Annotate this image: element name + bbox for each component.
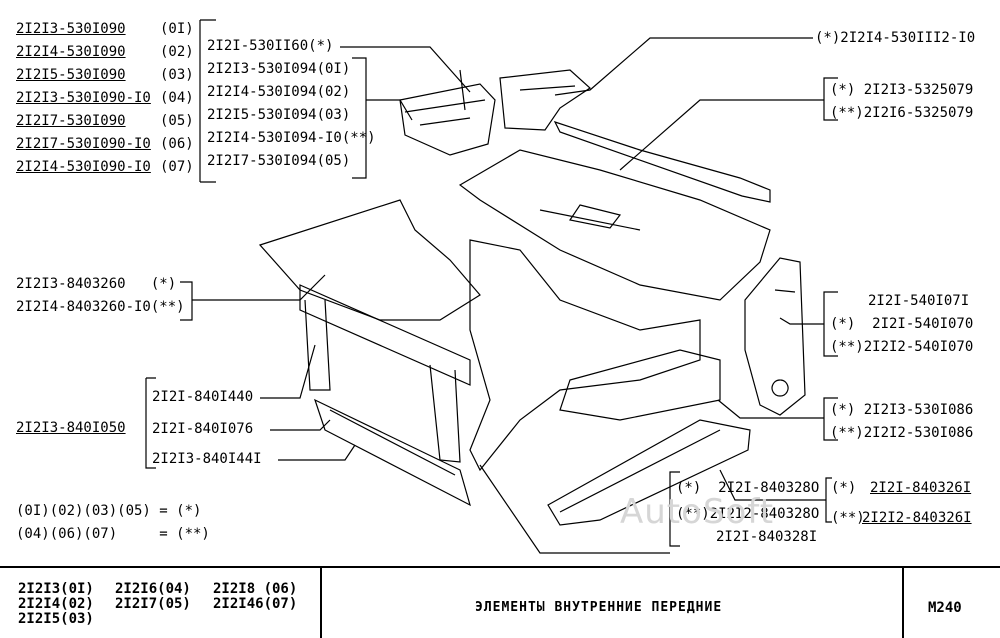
part-code: (*) 2I2I3-5325079 [830, 82, 974, 98]
part-code: 2I2I-840326I [870, 480, 972, 496]
part-code: 2I2I4-530I094-I0(**) [207, 130, 376, 146]
watermark: AutoSoft [620, 492, 775, 532]
sheet-number: M240 [928, 600, 962, 616]
variant-code: (05) [160, 113, 194, 129]
bracket-right3 [823, 397, 838, 441]
part-code: 2I2I7-530I094(05) [207, 153, 351, 169]
part-code: 2I2I3-8403260 (*) [16, 276, 177, 292]
variant-code: (06) [160, 136, 194, 152]
model-codes-cell [0, 568, 322, 638]
variant-code: (04) [160, 90, 194, 106]
part-code: 2I2I3-530I090 [16, 21, 126, 37]
part-code: 2I2I4-8403260-I0(**) [16, 299, 185, 315]
model-code: 2I2I8 (06) [213, 581, 298, 597]
part-code: 2I2I4-530I094(02) [207, 84, 351, 100]
model-code: 2I2I5(03) [18, 611, 94, 627]
legend-line: (04)(06)(07) = (**) [16, 526, 210, 542]
model-code: 2I2I3(0I) [18, 581, 94, 597]
bracket-bottom-mid [669, 471, 680, 547]
variant-code: (0I) [160, 21, 194, 37]
part-code: (**)2I2I6-5325079 [830, 105, 974, 121]
part-code: 2I2I-530II60(*) [207, 38, 334, 54]
part-code: 2I2I5-530I094(03) [207, 107, 351, 123]
bracket-left-top [199, 19, 216, 183]
model-code: 2I2I4(02) [18, 596, 94, 612]
bracket-left2 [145, 377, 156, 469]
bracket-right1 [823, 77, 838, 121]
variant-code: (02) [160, 44, 194, 60]
part-code: (*) 2I2I-540I070 [830, 316, 974, 332]
part-code: 2I2I7-530I090-I0 [16, 136, 151, 152]
part-code: 2I2I4-530I090-I0 [16, 159, 151, 175]
part-code: (**)2I2I2-540I070 [830, 339, 974, 355]
part-code: 2I2I4-530I090 [16, 44, 126, 60]
part-code-right-top: (*)2I2I4-530III2-I0 [815, 30, 976, 46]
title-block [0, 566, 1000, 638]
variant-code: (07) [160, 159, 194, 175]
bracket-center [352, 57, 367, 179]
part-code: 2I2I3-840I44I [152, 451, 262, 467]
legend-line: (0I)(02)(03)(05) = (*) [16, 503, 202, 519]
variant-mark: (**) [831, 510, 865, 526]
part-code: 2I2I-840328I [716, 529, 818, 545]
page-title: ЭЛЕМЕНТЫ ВНУТРЕННИЕ ПЕРЕДНИЕ [475, 600, 723, 615]
part-code: (**)2I2I2-840328O [676, 506, 820, 522]
part-code: 2I2I-540I07I [868, 293, 970, 309]
variant-mark: (*) [831, 480, 857, 496]
model-code: 2I2I6(04) [115, 581, 191, 597]
part-code: 2I2I7-530I090 [16, 113, 126, 129]
part-code: 2I2I-840I076 [152, 421, 254, 437]
model-code: 2I2I46(07) [213, 596, 298, 612]
bracket-left-mid [180, 281, 193, 321]
title-cell [322, 568, 904, 638]
part-code: (*) 2I2I-840328O [676, 480, 820, 496]
part-code: 2I2I-840I440 [152, 389, 254, 405]
part-code: (**)2I2I2-530I086 [830, 425, 974, 441]
part-code: (*) 2I2I3-530I086 [830, 402, 974, 418]
part-code: 2I2I3-530I094(0I) [207, 61, 351, 77]
part-code: 2I2I3-530I090-I0 [16, 90, 151, 106]
part-code: 2I2I2-840326I [862, 510, 972, 526]
variant-code: (03) [160, 67, 194, 83]
parts-illustration [145, 19, 838, 554]
part-code: 2I2I5-530I090 [16, 67, 126, 83]
part-code-group-head: 2I2I3-840I050 [16, 420, 126, 436]
model-code: 2I2I7(05) [115, 596, 191, 612]
